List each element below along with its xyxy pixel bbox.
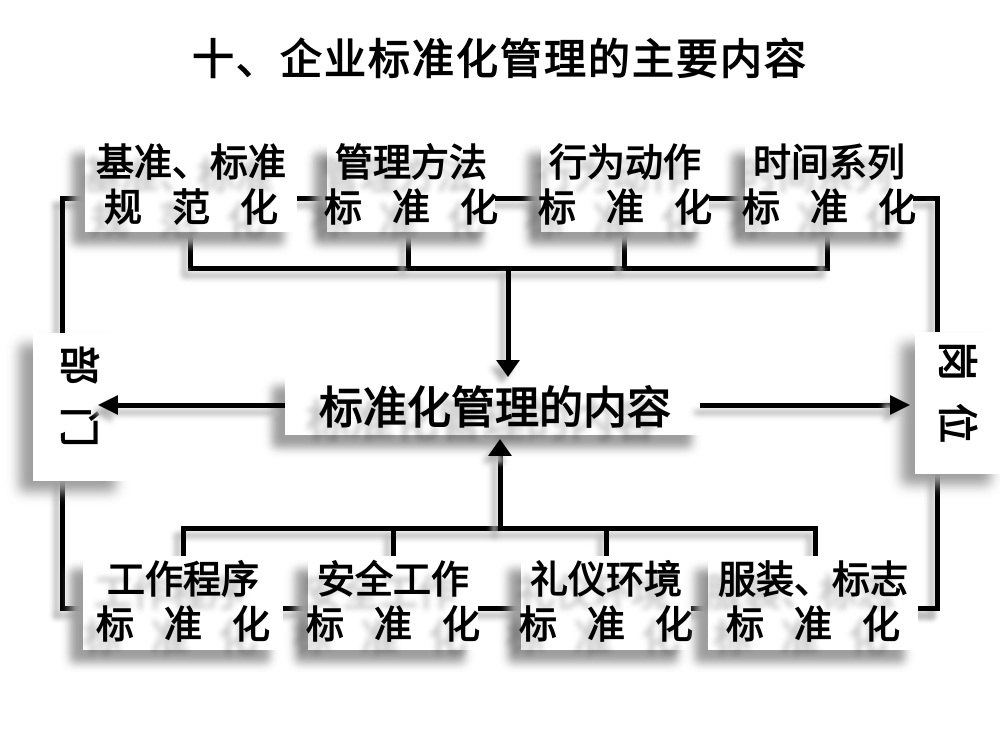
box-line2: 标 准 化 (742, 186, 925, 230)
tick-line (188, 236, 193, 268)
bottom-box-uniform-signs: 服装、标志 标 准 化 (708, 556, 918, 650)
tick-line (406, 236, 411, 268)
bottom-box-work-procedures: 工作程序 标 准 化 (83, 556, 283, 650)
left-bracket-bottom-segment (60, 606, 88, 611)
right-bracket-top-segment (911, 196, 940, 201)
tick-line (825, 236, 830, 268)
center-box-label: 标准化管理的内容 (319, 383, 671, 434)
top-box-management-methods: 管理方法 标 准 化 (324, 140, 498, 232)
box-line2: 标 准 化 (324, 186, 507, 230)
connector-segment (916, 606, 940, 611)
box-line1: 时间系列 (752, 141, 905, 185)
top-arrow-line (506, 266, 511, 362)
box-line1: 安全工作 (316, 558, 469, 602)
top-box-behavior-actions: 行为动作 标 准 化 (538, 140, 712, 232)
box-line1: 基准、标准 (95, 141, 286, 185)
left-arrow-line (116, 403, 285, 408)
up-arrowhead-icon (488, 439, 512, 456)
box-line2: 规 范 化 (104, 186, 287, 230)
box-line2: 标 准 化 (538, 186, 721, 230)
top-box-benchmark-standards: 基准、标准 规 范 化 (85, 140, 297, 232)
tick-line (604, 528, 609, 558)
center-box: 标准化管理的内容 (285, 373, 705, 435)
box-line2: 标 准 化 (96, 603, 279, 647)
down-arrowhead-icon (496, 360, 520, 377)
tick-line (813, 528, 818, 558)
box-line1: 服装、标志 (717, 558, 908, 602)
box-line2: 标 准 化 (306, 603, 489, 647)
box-line1: 工作程序 (106, 558, 259, 602)
left-arrowhead-icon (98, 395, 118, 415)
connector-segment (493, 196, 543, 201)
top-box-time-series: 时间系列 标 准 化 (742, 140, 916, 232)
bottom-box-etiquette-environment: 礼仪环境 标 准 化 (519, 556, 693, 650)
connector-segment (295, 196, 329, 201)
bottom-arrow-line (498, 455, 503, 531)
page-title: 十、企业标准化管理的主要内容 (191, 38, 808, 84)
bottom-box-safety-work: 安全工作 标 准 化 (306, 556, 480, 650)
box-line1: 行为动作 (548, 141, 701, 185)
right-label-text: 岗位 (933, 341, 979, 465)
box-line2: 标 准 化 (726, 603, 909, 647)
box-line2: 标 准 化 (519, 603, 702, 647)
right-arrow-line (700, 403, 892, 408)
right-arrowhead-icon (890, 395, 910, 415)
box-line1: 管理方法 (334, 141, 487, 185)
tick-line (622, 236, 627, 268)
connector-segment (478, 606, 524, 611)
tick-line (181, 528, 186, 558)
connector-segment (707, 196, 745, 201)
left-bracket-top-segment (60, 196, 90, 201)
connector-segment (283, 606, 311, 611)
tick-line (391, 528, 396, 558)
box-line1: 礼仪环境 (529, 558, 682, 602)
connector-segment (691, 606, 711, 611)
right-label-box: 岗位 (915, 332, 1000, 474)
